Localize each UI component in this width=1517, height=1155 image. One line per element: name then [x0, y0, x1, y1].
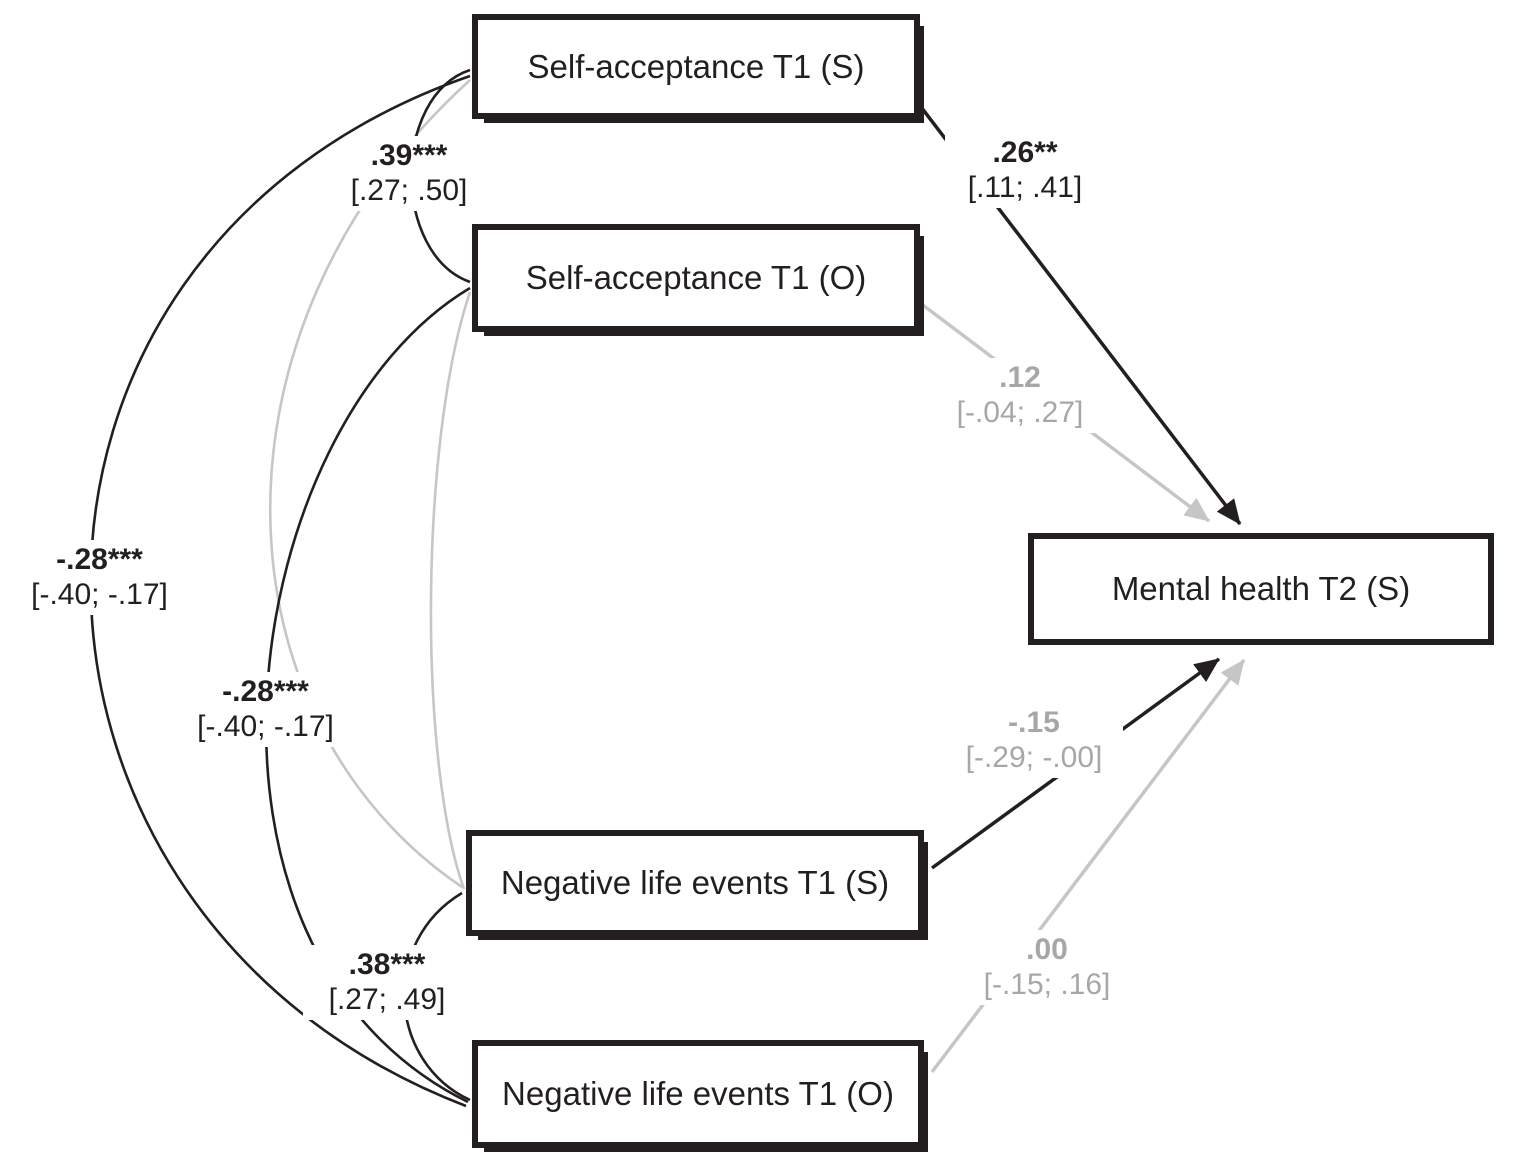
- coef-value: -.15: [1008, 706, 1060, 739]
- box-self-acceptance-t1-s: Self-acceptance T1 (S): [472, 14, 920, 119]
- box-label: Mental health T2 (S): [1111, 570, 1411, 607]
- coef-value: -.28***: [56, 543, 143, 576]
- confidence-interval: [-.40; -.17]: [31, 578, 168, 612]
- confidence-interval: [.11; .41]: [967, 171, 1083, 205]
- box-label: Negative life events T1 (S): [500, 864, 890, 901]
- box-negative-life-events-t1-o: Negative life events T1 (O): [472, 1040, 924, 1148]
- confidence-interval: [-.29; -.00]: [965, 741, 1103, 775]
- confidence-interval: [-.04; .27]: [956, 396, 1084, 430]
- box-label: Self-acceptance T1 (S): [527, 47, 865, 85]
- confidence-interval: [.27; .50]: [350, 174, 468, 208]
- coef-label-sao-nleo: -.28*** [-.40; -.17]: [178, 672, 353, 747]
- box-label: Self-acceptance T1 (O): [525, 259, 867, 296]
- box-mental-health-t2-s: Mental health T2 (S): [1028, 533, 1494, 645]
- coef-value: .39***: [370, 139, 448, 172]
- coef-label-nles-nleo: .38*** [.27; .49]: [303, 945, 471, 1020]
- box-negative-life-events-t1-s: Negative life events T1 (S): [466, 830, 924, 936]
- coef-value: -.28***: [222, 675, 309, 708]
- coef-label-sas-nleo: -.28*** [-.40; -.17]: [12, 540, 187, 615]
- covariance-arc-sao-nles: [429, 291, 472, 890]
- coef-label-sao-mh: .12 [-.04; .27]: [930, 358, 1110, 433]
- coef-label-nleo-mh: .00 [-.15; .16]: [958, 930, 1136, 1005]
- box-self-acceptance-t1-o: Self-acceptance T1 (O): [472, 224, 920, 332]
- coef-value: .00: [1026, 933, 1068, 966]
- confidence-interval: [-.15; .16]: [983, 968, 1111, 1002]
- coef-label-sas-mh: .26** [.11; .41]: [945, 133, 1105, 208]
- coef-value: .38***: [348, 948, 426, 981]
- coef-value: .26**: [992, 136, 1058, 169]
- confidence-interval: [.27; .49]: [328, 983, 446, 1017]
- confidence-interval: [-.40; -.17]: [197, 710, 334, 744]
- coef-value: .12: [999, 361, 1041, 394]
- coef-label-sas-sao: .39*** [.27; .50]: [348, 136, 470, 211]
- coef-label-nles-mh: -.15 [-.29; -.00]: [945, 703, 1123, 778]
- box-label: Negative life events T1 (O): [502, 1075, 894, 1112]
